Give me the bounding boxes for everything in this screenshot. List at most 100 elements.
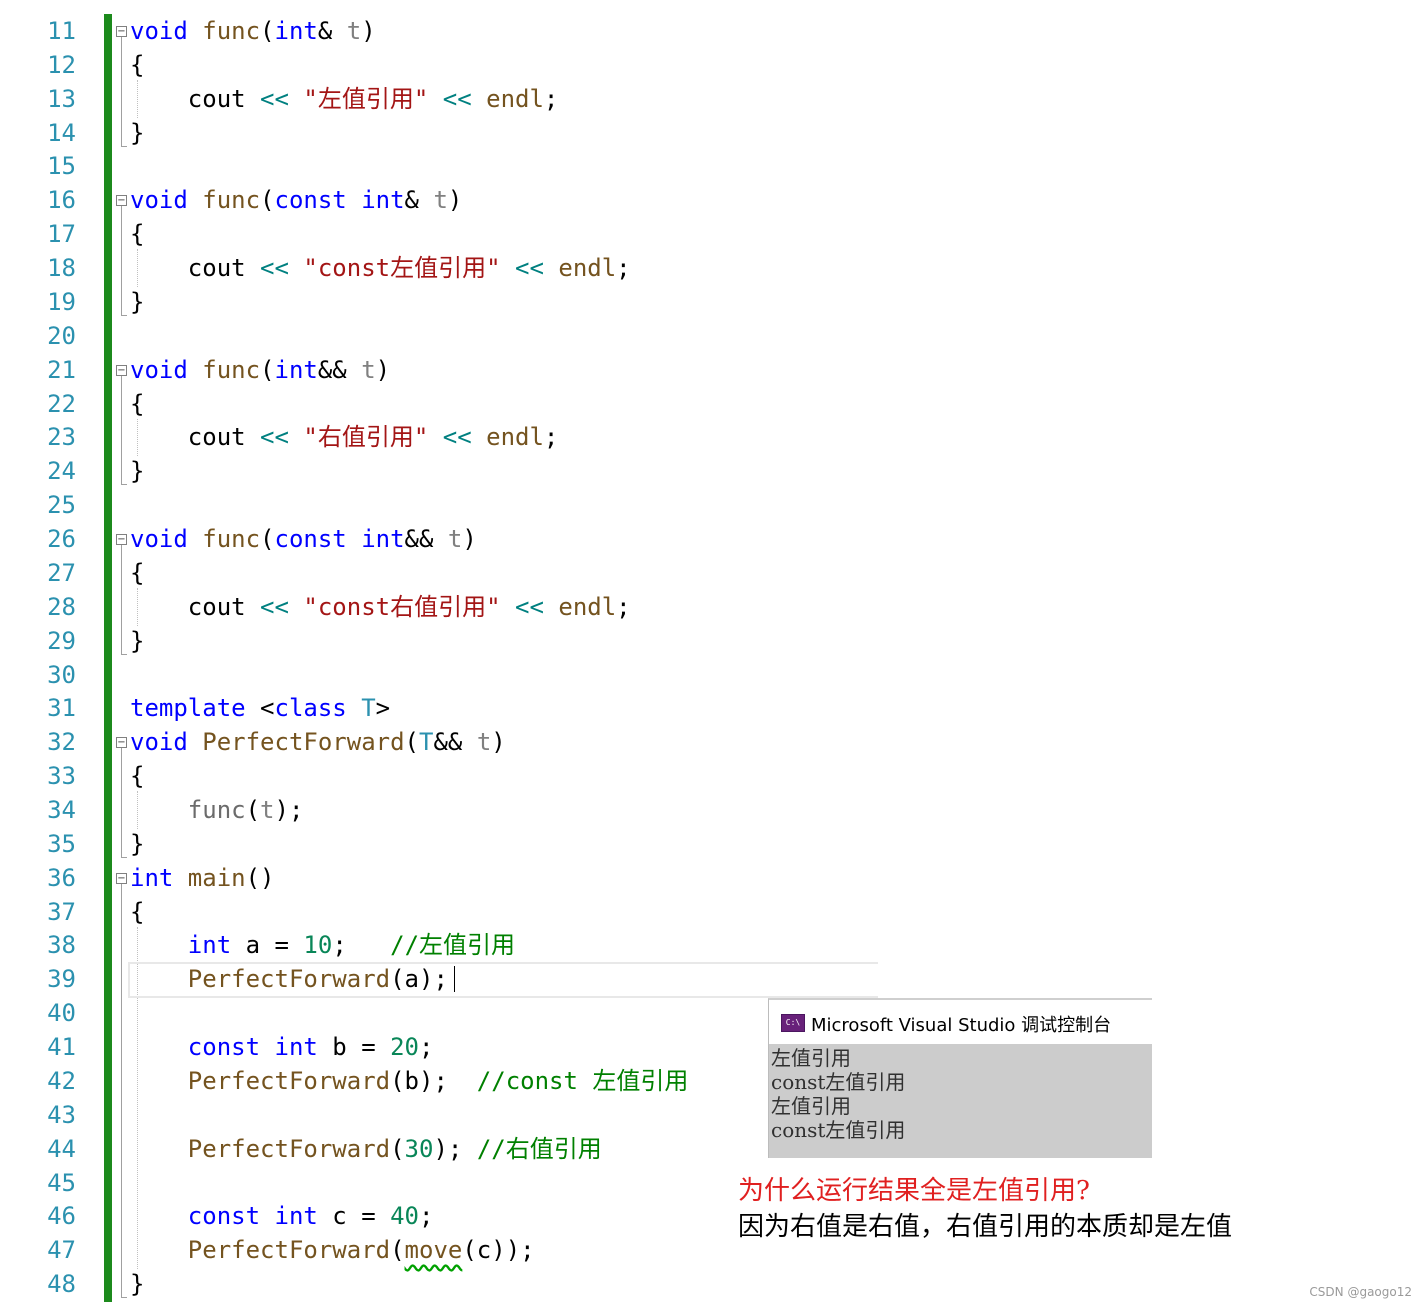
code-token: < [245, 694, 275, 723]
code-line[interactable]: 40 [0, 996, 880, 1030]
code-text[interactable]: { [130, 556, 144, 590]
code-text[interactable]: } [130, 454, 144, 488]
collapse-icon[interactable]: − [116, 534, 127, 546]
code-text[interactable]: { [130, 759, 144, 793]
code-text[interactable]: } [130, 1267, 144, 1301]
code-token: } [130, 626, 145, 655]
code-line[interactable]: 42 PerfectForward(b); //const 左值引用 [0, 1064, 880, 1098]
code-token: ) [361, 17, 376, 45]
code-line[interactable]: 15 [0, 149, 880, 183]
code-token: } [130, 287, 145, 316]
code-text[interactable]: } [130, 827, 144, 861]
collapse-icon[interactable]: − [116, 872, 127, 884]
code-text[interactable]: void func(int& t) [130, 14, 376, 48]
collapse-icon[interactable]: − [116, 26, 127, 37]
code-line[interactable]: 45 [0, 1166, 880, 1200]
code-text[interactable]: void func(const int&& t) [130, 522, 477, 556]
collapse-icon[interactable]: − [116, 195, 127, 207]
code-text[interactable]: } [130, 285, 144, 319]
code-line[interactable]: 30 [0, 658, 880, 692]
code-token [347, 694, 361, 722]
answer-annotation: 因为右值是右值，右值引用的本质却是左值 [738, 1212, 1233, 1242]
code-token: ; [543, 423, 559, 452]
collapse-icon[interactable]: − [116, 364, 127, 376]
code-text[interactable]: void func(int&& t) [130, 353, 390, 387]
code-line[interactable]: 38 int a = 10; //左值引用 [0, 928, 880, 962]
code-token: endl [558, 254, 617, 283]
code-line[interactable]: 29} [0, 624, 880, 658]
warning-squiggle-token: move [404, 1236, 463, 1265]
code-text[interactable]: { [130, 895, 144, 929]
code-line[interactable]: 39 PerfectForward(a); [0, 962, 880, 996]
code-text[interactable]: PerfectForward(30); //右值引用 [130, 1132, 602, 1166]
code-token: const int [274, 525, 405, 554]
console-title-bar[interactable]: C:\ Microsoft Visual Studio 调试控制台 [769, 1000, 1152, 1044]
debug-console-window[interactable]: C:\ Microsoft Visual Studio 调试控制台 左值引用 c… [768, 998, 1152, 1158]
code-line[interactable]: 17{ [0, 217, 880, 251]
code-text[interactable]: cout << "const右值引用" << endl; [130, 590, 631, 624]
code-line[interactable]: 41 const int b = 20; [0, 1030, 880, 1064]
code-text[interactable]: void PerfectForward(T&& t) [130, 725, 506, 759]
code-text[interactable]: { [130, 217, 144, 251]
code-text[interactable]: cout << "左值引用" << endl; [130, 82, 559, 116]
code-token: << [515, 254, 544, 283]
code-text[interactable]: cout << "右值引用" << endl; [130, 420, 559, 454]
collapse-icon[interactable]: − [116, 737, 127, 749]
code-text[interactable]: PerfectForward(a); [130, 962, 448, 996]
code-text[interactable]: int main() [130, 861, 275, 895]
code-token [544, 593, 558, 621]
code-text[interactable]: PerfectForward(b); //const 左值引用 [130, 1064, 689, 1098]
code-line[interactable]: 34 func(t); [0, 793, 880, 827]
code-text[interactable]: const int c = 40; [130, 1199, 434, 1233]
code-line[interactable]: 12 { [0, 48, 880, 82]
code-line[interactable]: 46 const int c = 40; [0, 1199, 880, 1233]
code-text[interactable]: } [130, 624, 144, 658]
code-line[interactable]: 28 cout << "const右值引用" << endl; [0, 590, 880, 624]
code-line[interactable]: 22{ [0, 387, 880, 421]
code-text[interactable]: void func(const int& t) [130, 183, 462, 217]
code-text[interactable]: template <class T> [130, 691, 390, 725]
code-line[interactable]: 18 cout << "const左值引用" << endl; [0, 251, 880, 285]
code-line[interactable]: 44 PerfectForward(30); //右值引用 [0, 1132, 880, 1166]
code-text[interactable]: int a = 10; //左值引用 [130, 928, 515, 962]
code-token: int [274, 355, 318, 384]
code-line[interactable]: 37{ [0, 895, 880, 929]
code-line[interactable]: 19} [0, 285, 880, 319]
code-text[interactable]: func(t); [130, 793, 304, 827]
code-line[interactable]: 47 PerfectForward(move(c)); [0, 1233, 880, 1267]
code-line[interactable]: 20 [0, 319, 880, 353]
code-line[interactable]: 14} [0, 116, 880, 150]
code-line[interactable]: 24} [0, 454, 880, 488]
code-line[interactable]: 27{ [0, 556, 880, 590]
line-number: 19 [47, 287, 76, 316]
code-text[interactable]: PerfectForward(move(c)); [130, 1233, 535, 1267]
line-number: 38 [47, 931, 76, 960]
line-number: 12 [47, 50, 76, 79]
code-text[interactable]: cout << "const左值引用" << endl; [130, 251, 631, 285]
code-line[interactable]: 43 [0, 1098, 880, 1132]
code-text[interactable]: { [130, 48, 144, 82]
code-token: void [130, 17, 188, 45]
code-line[interactable]: 33{ [0, 759, 880, 793]
code-line[interactable]: 13 cout << "左值引用" << endl; [0, 82, 880, 116]
code-text[interactable]: } [130, 116, 144, 150]
code-text[interactable]: const int b = 20; [130, 1030, 434, 1064]
indent-guide [137, 587, 138, 626]
code-token: ( [404, 728, 419, 757]
code-token: //const 左值引用 [476, 1066, 689, 1095]
code-text[interactable]: { [130, 387, 144, 421]
code-line[interactable]: 23 cout << "右值引用" << endl; [0, 420, 880, 454]
code-line[interactable]: 35} [0, 827, 880, 861]
code-token: } [130, 829, 145, 858]
line-number: 13 [47, 84, 76, 113]
code-line[interactable]: 25 [0, 488, 880, 522]
code-line[interactable]: 48} [0, 1267, 880, 1301]
